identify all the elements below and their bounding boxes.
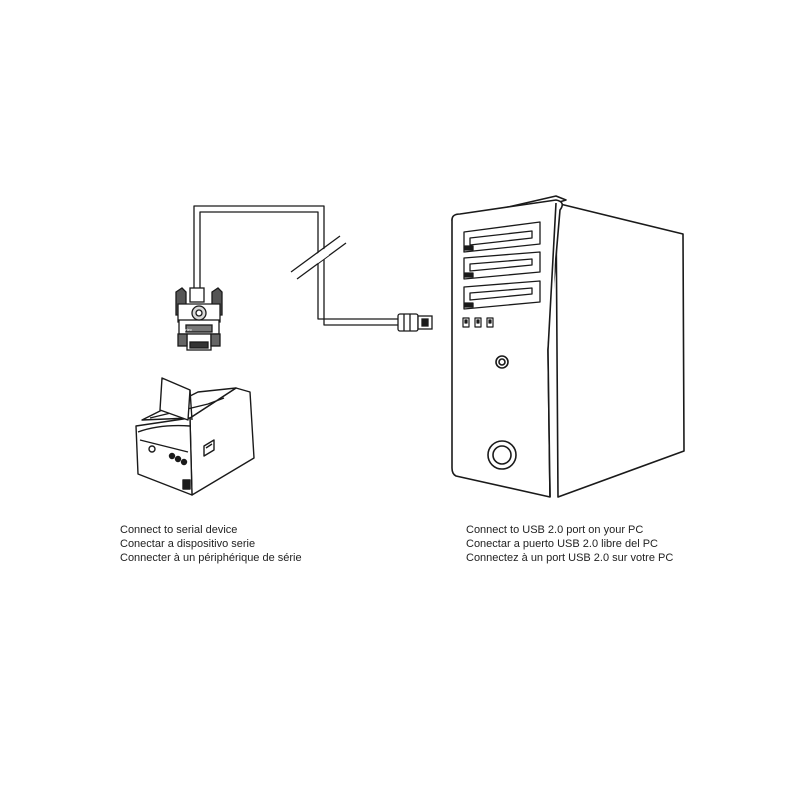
caption-pc: Connect to USB 2.0 port on your PC Conec… bbox=[466, 523, 673, 565]
cable bbox=[193, 205, 400, 326]
db9-serial-connector-icon bbox=[175, 287, 223, 351]
caption-line-fr: Connectez à un port USB 2.0 sur votre PC bbox=[466, 552, 674, 564]
pc-tower-icon bbox=[451, 195, 685, 498]
caption-line-es: Conectar a dispositivo serie bbox=[120, 538, 256, 550]
caption-serial-device: Connect to serial device Conectar a disp… bbox=[120, 523, 302, 565]
drive-bay-2 bbox=[463, 251, 541, 280]
caption-line-en: Connect to serial device bbox=[120, 524, 238, 536]
caption-line-en: Connect to USB 2.0 port on your PC bbox=[466, 524, 644, 536]
receipt-printer-icon bbox=[135, 377, 255, 496]
usb-port-icons bbox=[462, 317, 494, 328]
drive-bay-3 bbox=[463, 280, 541, 310]
cable-break-marks bbox=[290, 235, 347, 280]
caption-line-fr: Connecter à un périphérique de série bbox=[120, 552, 302, 564]
connector-label: startec bbox=[180, 327, 192, 332]
usb-a-plug-icon bbox=[397, 313, 433, 332]
caption-line-es: Conectar a puerto USB 2.0 libre del PC bbox=[466, 538, 658, 550]
drive-bay-1 bbox=[463, 221, 541, 253]
